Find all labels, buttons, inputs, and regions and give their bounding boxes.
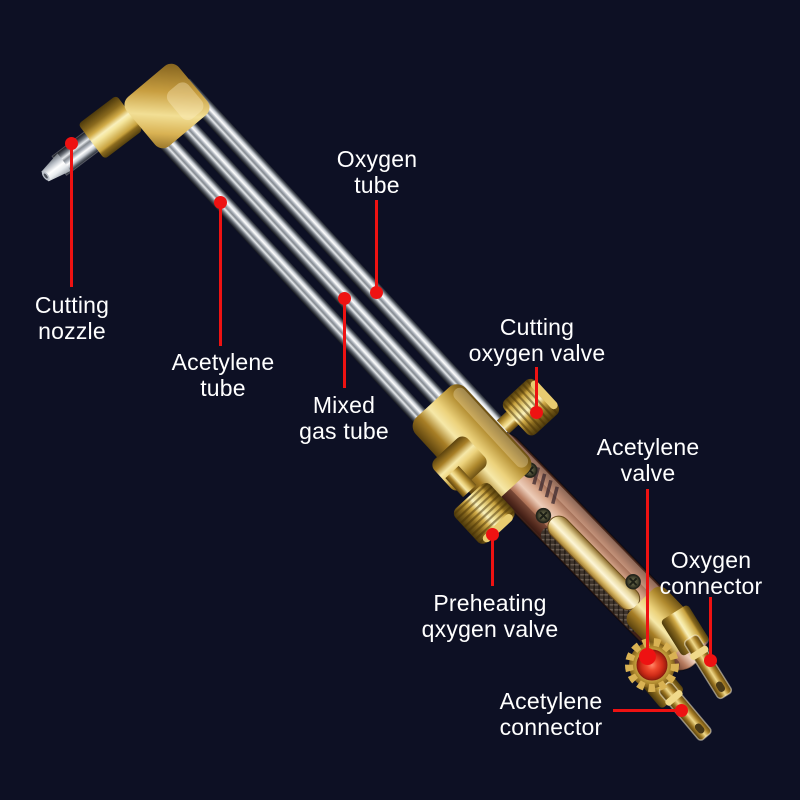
label-mixed-gas-tube: Mixed gas tube [262, 392, 426, 444]
marker-dot-cutting-oxygen-valve [530, 406, 543, 419]
label-line: gas tube [299, 418, 389, 444]
leader-line-oxygen-connector [709, 597, 712, 661]
label-cutting-nozzle: Cutting nozzle [10, 292, 134, 344]
marker-dot-cutting-nozzle [65, 137, 78, 150]
leader-line-cutting-nozzle [70, 144, 73, 287]
label-line: tube [200, 375, 246, 401]
label-cutting-oxygen-valve: Cutting oxygen valve [447, 314, 627, 366]
leader-line-cutting-oxygen-valve [535, 367, 538, 413]
marker-dot-oxygen-connector [704, 654, 717, 667]
leader-line-mixed-gas-tube [343, 300, 346, 388]
handle-hatch-marks [532, 466, 559, 505]
marker-dot-acetylene-connector [675, 704, 688, 717]
label-oxygen-tube: Oxygen tube [297, 146, 457, 198]
leader-line-acetylene-valve [646, 489, 649, 656]
nozzle-nut-graphic [79, 96, 142, 158]
label-line: Cutting [34, 292, 110, 318]
label-acetylene-valve: Acetylene valve [568, 434, 728, 486]
label-oxygen-connector: Oxygen connector [631, 547, 791, 599]
leader-line-preheating-oxygen-valve [491, 536, 494, 586]
preheat-elbow-graphic [432, 436, 487, 491]
label-line: oxygen valve [468, 340, 606, 366]
leader-line-oxygen-tube [375, 200, 378, 292]
label-acetylene-connector: Acetylene connector [469, 688, 633, 740]
label-line: nozzle [38, 318, 106, 344]
torch-head-graphic [124, 63, 210, 149]
leader-line-acetylene-tube [219, 203, 222, 346]
label-line: connector [499, 714, 603, 740]
handle-grip-knurl [540, 527, 644, 633]
label-line: tube [354, 172, 400, 198]
marker-dot-acetylene-valve [639, 648, 656, 665]
label-line: qxygen valve [421, 616, 559, 642]
marker-dot-preheating-oxygen-valve [486, 528, 499, 541]
label-preheating-oxygen-valve: Preheating qxygen valve [398, 590, 582, 642]
oxygen-tube-graphic [176, 78, 512, 440]
marker-dot-acetylene-tube [214, 196, 227, 209]
preheating-valve-knob [453, 483, 515, 544]
label-line: Acetylene [499, 688, 603, 714]
preheating-valve-stem [445, 465, 477, 498]
label-line: Acetylene [171, 349, 275, 375]
label-line: Cutting [499, 314, 575, 340]
leader-line-acetylene-connector [613, 709, 679, 712]
label-line: valve [620, 460, 676, 486]
mixed-gas-tube-graphic [157, 95, 493, 457]
label-line: Acetylene [596, 434, 700, 460]
marker-dot-mixed-gas-tube [338, 292, 351, 305]
label-line: Preheating [433, 590, 547, 616]
marker-dot-oxygen-tube [370, 286, 383, 299]
label-line: connector [659, 573, 763, 599]
label-acetylene-tube: Acetylene tube [141, 349, 305, 401]
label-line: Oxygen [670, 547, 752, 573]
label-line: Mixed [312, 392, 376, 418]
label-line: Oxygen [336, 146, 418, 172]
